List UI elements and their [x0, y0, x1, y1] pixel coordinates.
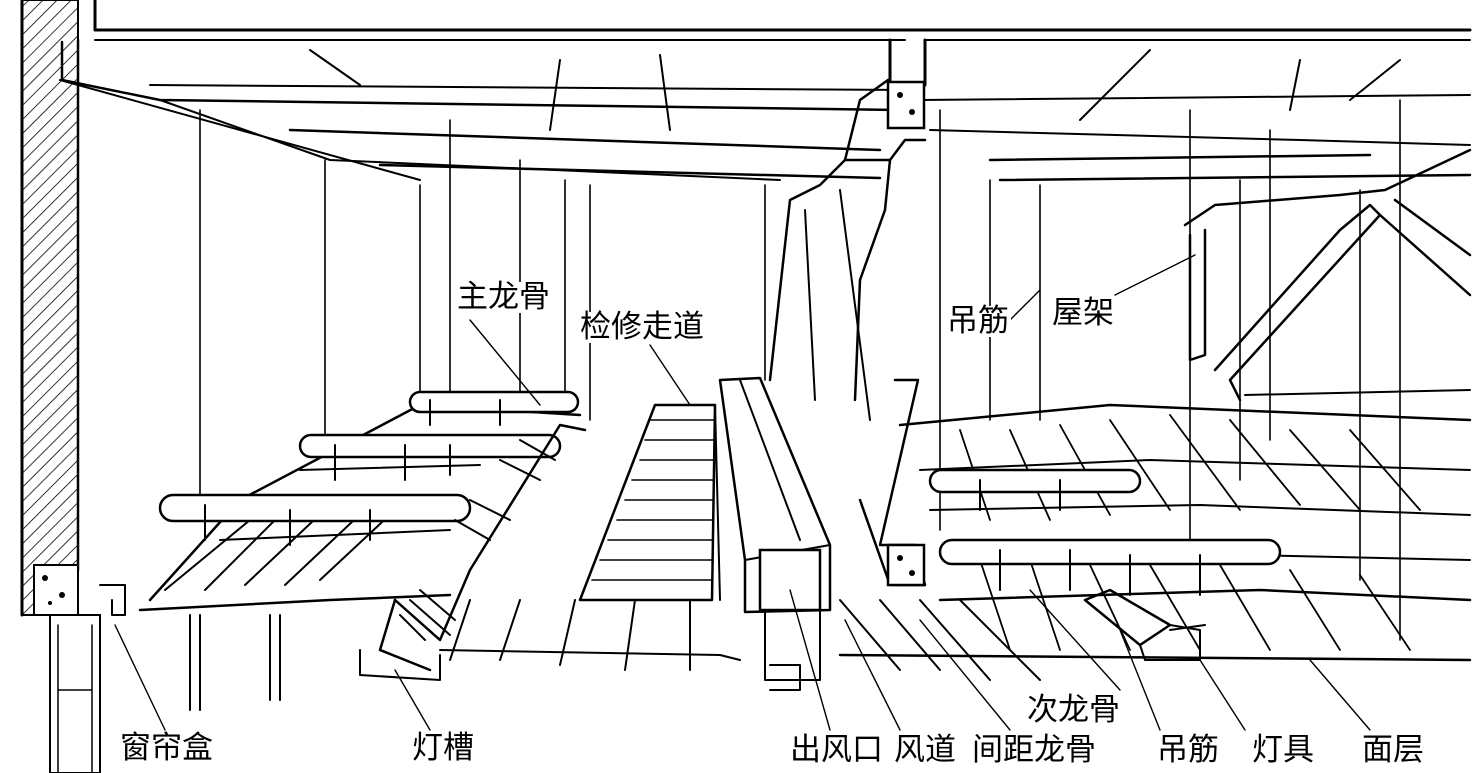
column-strut: [858, 378, 927, 587]
label-catwalk: 检修走道: [578, 309, 706, 345]
label-hanger-top: 吊筋: [945, 303, 1011, 339]
label-air-outlet: 出风口: [790, 732, 883, 768]
label-spacing-runner: 间距龙骨: [972, 732, 1096, 768]
catwalk: [578, 403, 721, 602]
roof-slab: [59, 0, 1472, 182]
label-main-runner: 主龙骨: [455, 279, 552, 315]
label-roof-truss: 屋架: [1050, 295, 1116, 331]
roof-truss: [1183, 148, 1472, 402]
face-layer: [439, 599, 1041, 681]
label-curtain-box: 窗帘盒: [120, 730, 213, 766]
back-walls: [77, 84, 1401, 641]
label-air-duct: 风道: [894, 732, 956, 768]
right-grid: [838, 403, 1472, 662]
left-wall: [20, 0, 101, 773]
label-surface-layer: 面层: [1362, 732, 1424, 768]
leader-lines: [114, 254, 1371, 731]
left-grid: [99, 390, 582, 711]
central-column: [768, 38, 927, 421]
air-duct: [718, 376, 832, 691]
label-light-trough: 灯槽: [412, 730, 474, 766]
label-light-fixture: 灯具: [1252, 732, 1314, 768]
label-secondary-runner: 次龙骨: [1027, 692, 1120, 728]
light-trough: [359, 423, 587, 681]
label-hanger-bottom: 吊筋: [1157, 732, 1219, 768]
